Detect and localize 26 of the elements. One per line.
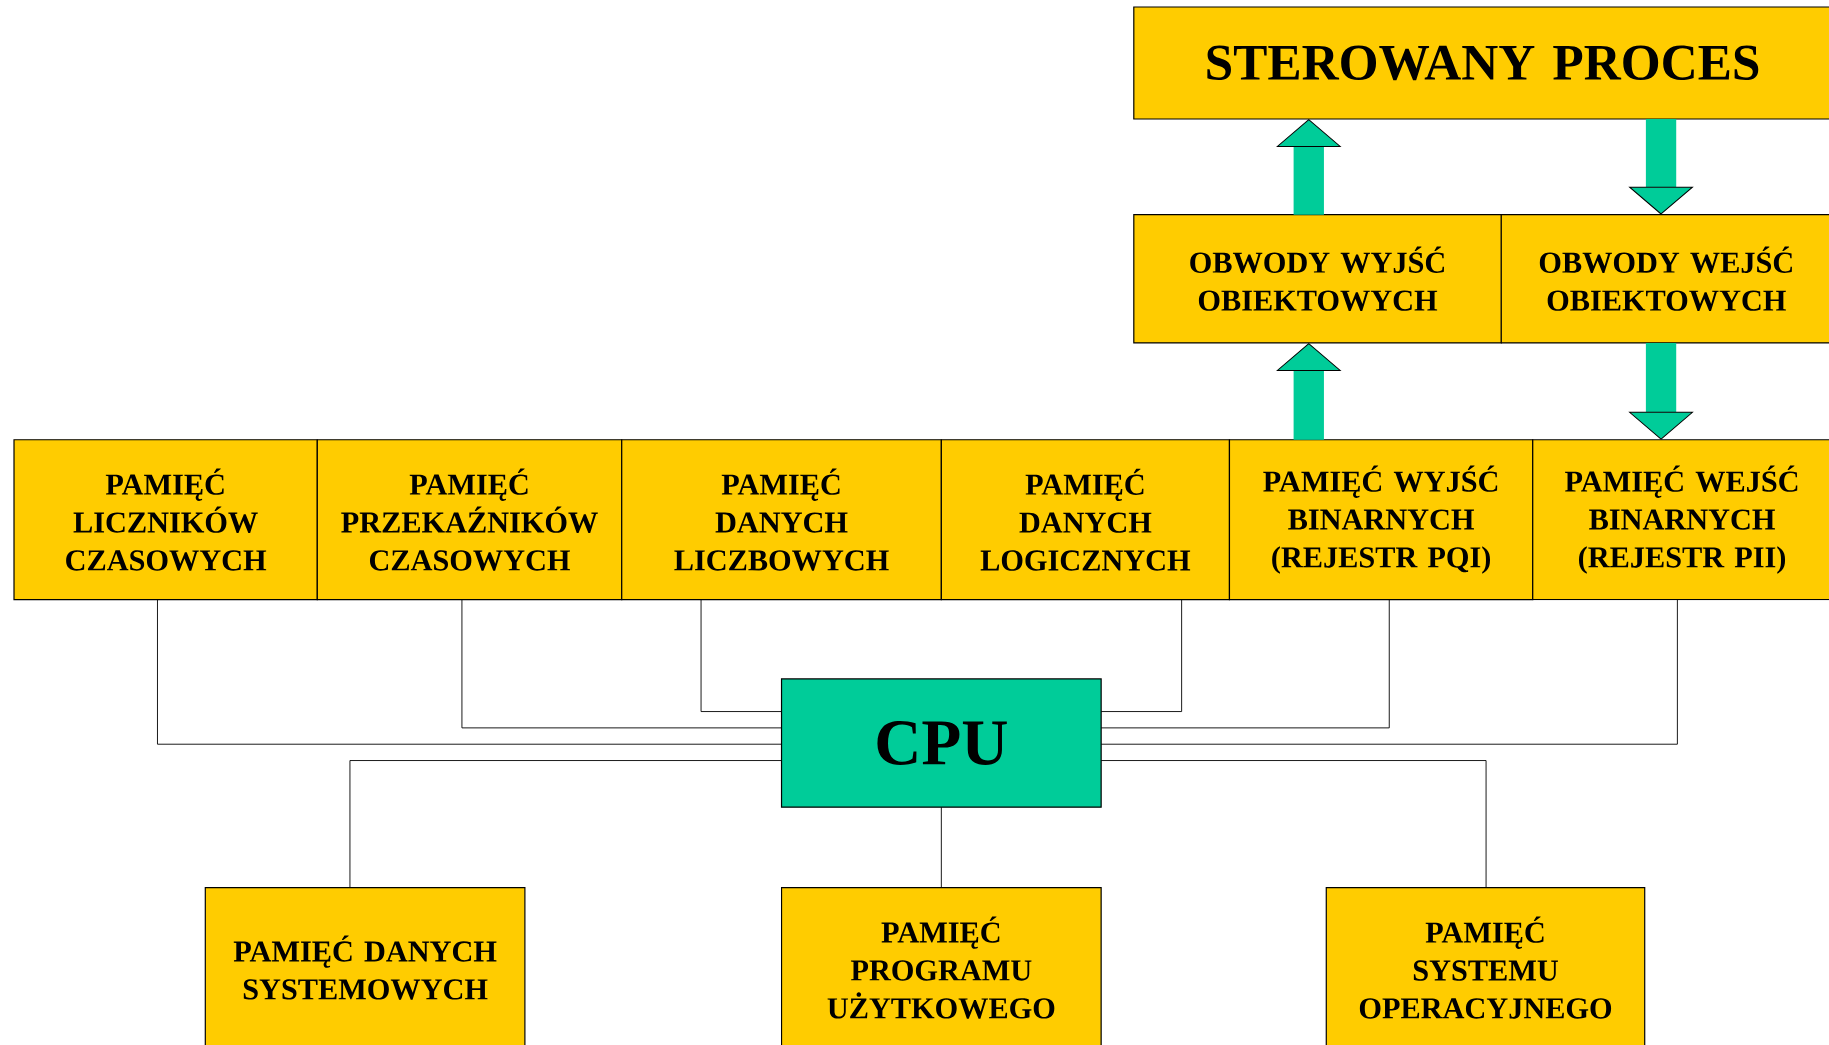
connector-line xyxy=(1100,599,1678,745)
block-arrow xyxy=(1629,119,1693,215)
memory-box: PAMIĘĆ DANYCH SYSTEMOWYCH xyxy=(204,887,526,1045)
connector-line xyxy=(461,599,782,729)
connector-line xyxy=(1100,599,1183,712)
memory-box: PAMIĘĆ WYJŚĆ BINARNYCH (REJESTR PQI) xyxy=(1228,439,1534,601)
memory-box: PAMIĘĆ DANYCH LICZBOWYCH xyxy=(621,439,942,601)
process-box: STEROWANY PROCES xyxy=(1133,6,1829,120)
memory-box: PAMIĘĆ DANYCH LOGICZNYCH xyxy=(940,439,1231,601)
connector-line xyxy=(1100,599,1390,729)
circuit-box: OBWODY WEJŚĆ OBIEKTOWYCH xyxy=(1500,214,1829,344)
connector-line xyxy=(157,599,782,745)
memory-box: PAMIĘĆ PROGRAMU UŻYTKOWEGO xyxy=(780,887,1102,1045)
connector-line xyxy=(349,760,782,889)
connector-line xyxy=(1100,760,1487,889)
memory-box: PAMIĘĆ SYSTEMU OPERACYJNEGO xyxy=(1325,887,1646,1045)
memory-box: PAMIĘĆ PRZEKAŹNIKÓW CZASOWYCH xyxy=(316,439,623,601)
connector-line xyxy=(940,806,942,889)
connector-line xyxy=(700,599,782,712)
cpu-box: CPU xyxy=(780,678,1102,808)
block-arrow xyxy=(1629,342,1693,440)
circuit-box: OBWODY WYJŚĆ OBIEKTOWYCH xyxy=(1133,214,1502,344)
block-arrow xyxy=(1276,343,1341,440)
memory-box: PAMIĘĆ WEJŚĆ BINARNYCH (REJESTR PII) xyxy=(1532,439,1829,601)
block-arrow xyxy=(1276,119,1341,215)
memory-box: PAMIĘĆ LICZNIKÓW CZASOWYCH xyxy=(13,439,318,601)
